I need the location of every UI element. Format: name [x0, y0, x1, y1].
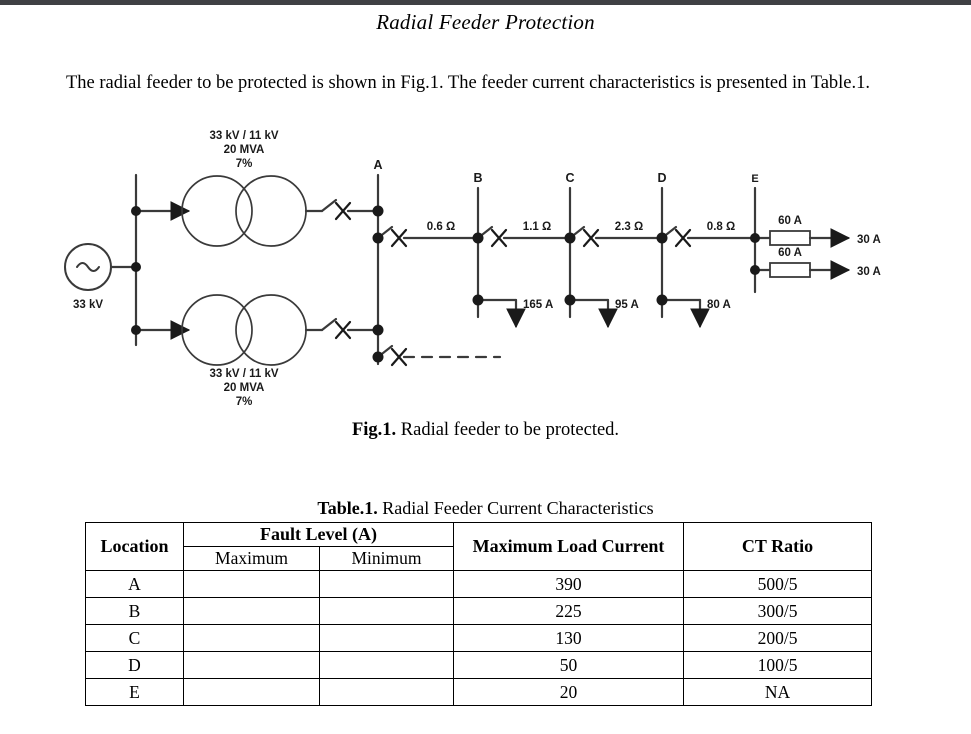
- cell-fault-max[interactable]: [183, 597, 320, 625]
- cell-fault-min[interactable]: [318, 651, 455, 679]
- fuse-rating-label-1: 60 A: [778, 215, 802, 227]
- cell-ct-ratio: 200/5: [683, 624, 873, 652]
- feeder-characteristics-table: Location Fault Level (A) Maximum Load Cu…: [85, 522, 873, 706]
- bus-label-e: E: [751, 173, 758, 185]
- header-fault-maximum: Maximum: [183, 546, 320, 571]
- breaker-x-t2: [334, 320, 352, 340]
- fuse-icon-2: [769, 262, 811, 278]
- load-label-c: 95 A: [615, 299, 639, 311]
- cell-ct-ratio: 100/5: [683, 651, 873, 679]
- breaker-x-c: [582, 228, 600, 248]
- diagram-svg: 33 kV 33 kV / 11 kV 20 MVA 7% 33 kV / 11…: [64, 130, 881, 408]
- table-row: A 390 500/5: [85, 570, 873, 598]
- cell-location: D: [85, 651, 184, 679]
- cell-fault-min[interactable]: [318, 624, 455, 652]
- transformer-bottom-label-1: 33 kV / 11 kV: [209, 368, 278, 380]
- breaker-t2-blade: [320, 317, 338, 332]
- impedance-label-de: 0.8 Ω: [707, 221, 735, 233]
- figure-caption: Fig.1. Radial feeder to be protected.: [0, 420, 971, 441]
- load-label-d: 80 A: [707, 299, 731, 311]
- cell-location: E: [85, 678, 184, 706]
- fuse-load-label-2: 30 A: [857, 266, 881, 278]
- fuse-rating-label-2: 60 A: [778, 247, 802, 259]
- sine-wave-icon: [76, 262, 100, 272]
- table-row: E 20 NA: [85, 678, 873, 706]
- table-head: Location Fault Level (A) Maximum Load Cu…: [85, 522, 873, 571]
- fuse-icon-1: [769, 230, 811, 246]
- cell-max-load-current: 390: [453, 570, 685, 598]
- breaker-x-spare: [390, 347, 408, 367]
- transformer-bottom-label-2: 20 MVA: [224, 382, 265, 394]
- fuse-load-label-1: 30 A: [857, 234, 881, 246]
- header-fault-minimum: Minimum: [318, 546, 455, 571]
- transformer-top-winding-2: [235, 175, 307, 247]
- intro-paragraph: The radial feeder to be protected is sho…: [66, 72, 871, 93]
- table-number: Table.1.: [317, 498, 378, 518]
- cell-fault-min[interactable]: [318, 678, 455, 706]
- table-header-row-1: Location Fault Level (A) Maximum Load Cu…: [85, 522, 873, 571]
- transformer-top-label-2: 20 MVA: [224, 144, 265, 156]
- header-fault-level: Fault Level (A): [182, 522, 455, 547]
- diagram-wires: [64, 173, 851, 366]
- figure-number: Fig.1.: [351, 420, 397, 440]
- transformer-top-label-3: 7%: [236, 158, 253, 170]
- breaker-x-d: [674, 228, 692, 248]
- cell-ct-ratio: NA: [683, 678, 873, 706]
- table-row: B 225 300/5: [85, 597, 873, 625]
- impedance-label-ab: 0.6 Ω: [427, 221, 455, 233]
- cell-fault-max[interactable]: [183, 570, 320, 598]
- page-title: Radial Feeder Protection: [376, 10, 595, 34]
- cell-fault-min[interactable]: [318, 597, 455, 625]
- radial-feeder-diagram: 33 kV 33 kV / 11 kV 20 MVA 7% 33 kV / 11…: [0, 112, 971, 412]
- header-location: Location: [85, 522, 184, 571]
- table-header-row-2: Maximum Minimum: [86, 546, 872, 571]
- source-voltage-label: 33 kV: [73, 299, 103, 311]
- cell-fault-max[interactable]: [183, 678, 320, 706]
- window-top-bar: [0, 0, 971, 5]
- cell-location: C: [85, 624, 184, 652]
- cell-max-load-current: 20: [453, 678, 685, 706]
- bus-label-c: C: [565, 171, 574, 185]
- cell-fault-max[interactable]: [183, 651, 320, 679]
- cell-max-load-current: 225: [453, 597, 685, 625]
- load-label-b: 165 A: [523, 299, 553, 311]
- table-caption-text: Radial Feeder Current Characteristics: [377, 498, 654, 518]
- cell-fault-max[interactable]: [183, 624, 320, 652]
- bus-label-a: A: [373, 158, 382, 172]
- breaker-t1-blade: [320, 198, 338, 213]
- figure-caption-text: Radial feeder to be protected.: [396, 420, 620, 440]
- impedance-label-bc: 1.1 Ω: [523, 221, 551, 233]
- table-row: C 130 200/5: [85, 624, 873, 652]
- bus-label-d: D: [657, 171, 666, 185]
- impedance-label-cd: 2.3 Ω: [615, 221, 643, 233]
- cell-ct-ratio: 500/5: [683, 570, 873, 598]
- transformer-bottom-winding-1: [181, 294, 253, 366]
- breaker-x-t1: [334, 201, 352, 221]
- table-body: A 390 500/5 B 225 300/5 C 130 200/5 D 50…: [85, 570, 873, 706]
- transformer-bottom-winding-2: [235, 294, 307, 366]
- bus-label-b: B: [473, 171, 482, 185]
- cell-max-load-current: 130: [453, 624, 685, 652]
- cell-fault-min[interactable]: [318, 570, 455, 598]
- cell-location: B: [85, 597, 184, 625]
- cell-max-load-current: 50: [453, 651, 685, 679]
- table-caption: Table.1. Radial Feeder Current Character…: [0, 498, 971, 519]
- transformer-bottom-label-3: 7%: [236, 396, 253, 408]
- table-row: D 50 100/5: [85, 651, 873, 679]
- transformer-top-label-1: 33 kV / 11 kV: [209, 130, 278, 142]
- transformer-top-winding-1: [181, 175, 253, 247]
- breaker-x-a: [390, 228, 408, 248]
- junction-dots: [131, 205, 760, 363]
- cell-location: A: [85, 570, 184, 598]
- header-ct-ratio: CT Ratio: [683, 522, 873, 571]
- breaker-x-b: [490, 228, 508, 248]
- breaker-x-marks: [334, 201, 692, 367]
- cell-ct-ratio: 300/5: [683, 597, 873, 625]
- header-max-load-current: Maximum Load Current: [453, 522, 685, 571]
